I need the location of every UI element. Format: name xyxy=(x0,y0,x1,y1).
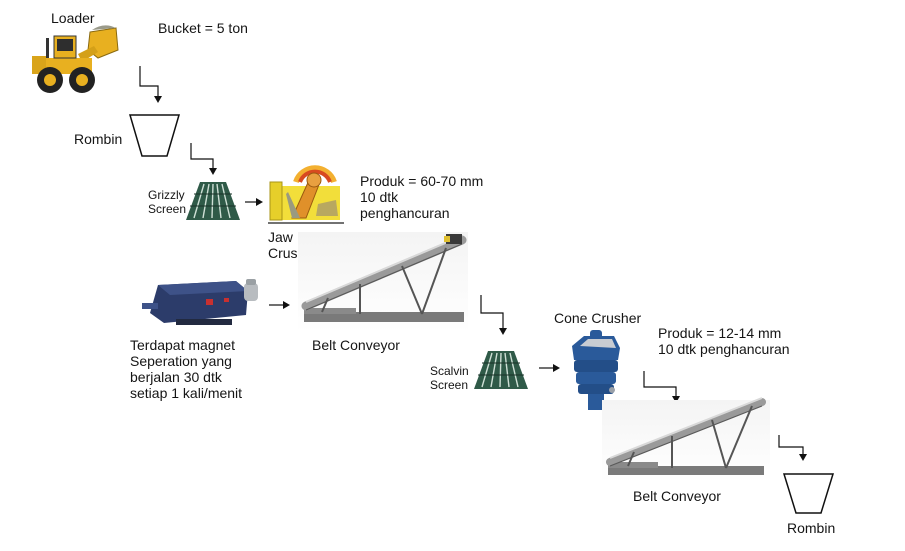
jaw-note-line-1: Produk = 60-70 mm xyxy=(360,173,484,189)
grizzly-screen-label: Grizzly Screen xyxy=(148,188,186,216)
magnet-note-line-1: Terdapat magnet xyxy=(130,337,236,353)
flow-arrow-scalvin-to-cone xyxy=(539,364,560,372)
flow-arrow-loader-to-rombin xyxy=(139,66,162,103)
belt-conveyor-icon xyxy=(298,232,468,332)
flow-arrow-rombin-to-grizzly xyxy=(190,143,217,175)
loader-label: Loader xyxy=(51,10,95,26)
flow-arrow-magnet-to-conveyor xyxy=(269,301,290,309)
jaw-label-line-1: Jaw xyxy=(268,229,293,245)
flow-arrow-conveyor-to-rombin xyxy=(778,435,807,461)
scalvin-label-line-1: Scalvin xyxy=(430,364,469,378)
cone-note-line-2: 10 dtk penghancuran xyxy=(658,341,790,357)
flow-arrow-grizzly-to-jaw xyxy=(245,198,263,206)
jaw-note-line-2: 10 dtk xyxy=(360,189,399,205)
cone-crusher-icon xyxy=(572,330,620,410)
flow-arrow-conveyor-to-scalvin xyxy=(480,295,507,335)
cone-note-line-1: Produk = 12-14 mm xyxy=(658,325,782,341)
cone-crusher-note: Produk = 12-14 mm 10 dtk penghancuran xyxy=(658,325,790,357)
rombin-label-2: Rombin xyxy=(787,520,836,536)
scalvin-label-line-2: Screen xyxy=(430,378,469,392)
jaw-note-line-3: penghancuran xyxy=(360,205,450,221)
belt-conveyor-icon xyxy=(602,397,770,482)
belt-conveyor-label-1: Belt Conveyor xyxy=(312,337,400,353)
hopper-icon xyxy=(128,114,181,157)
belt-conveyor-label-2: Belt Conveyor xyxy=(633,488,721,504)
grizzly-label-line-2: Screen xyxy=(148,202,187,216)
bucket-capacity-note: Bucket = 5 ton xyxy=(158,20,248,36)
scalvin-screen-label: Scalvin Screen xyxy=(430,364,469,392)
jaw-crusher-note: Produk = 60-70 mm 10 dtk penghancuran xyxy=(360,173,483,221)
grizzly-screen-icon xyxy=(186,182,240,220)
flow-arrow-cone-to-conveyor xyxy=(643,371,680,403)
magnet-note-line-2: Seperation yang xyxy=(130,353,232,369)
magnetic-separator-icon xyxy=(142,279,258,325)
hopper-icon xyxy=(782,473,835,514)
rombin-label: Rombin xyxy=(74,131,123,147)
jaw-crusher-icon xyxy=(268,165,344,224)
magnet-note-line-3: berjalan 30 dtk xyxy=(130,369,222,385)
magnet-note-line-4: setiap 1 kali/menit xyxy=(130,385,243,401)
grizzly-label-line-1: Grizzly xyxy=(148,188,185,202)
magnet-separator-note: Terdapat magnet Seperation yang berjalan… xyxy=(130,337,242,401)
wheel-loader-icon xyxy=(32,25,119,93)
cone-crusher-label: Cone Crusher xyxy=(554,310,642,326)
scalping-screen-icon xyxy=(474,351,528,389)
